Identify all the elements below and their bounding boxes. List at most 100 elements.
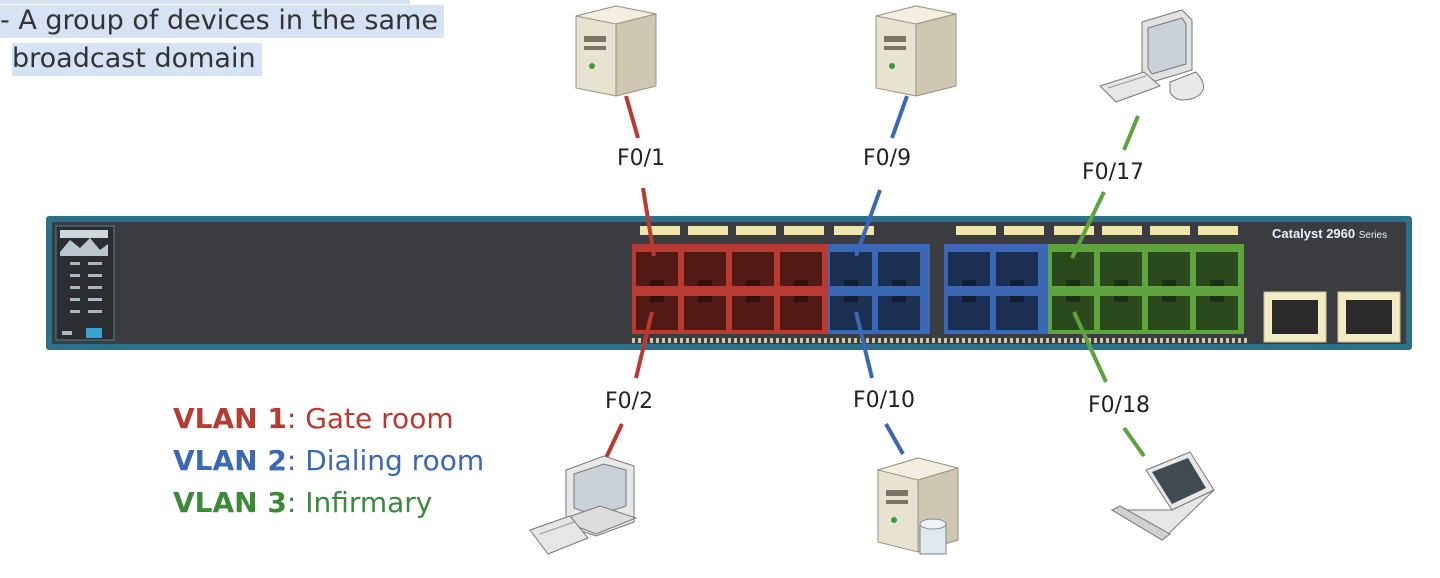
switch-ports xyxy=(636,252,1238,330)
port-tab xyxy=(736,226,776,235)
legend-vlan2: VLAN 2: Dialing room xyxy=(173,444,485,477)
legend-vlan3-id: VLAN 3 xyxy=(173,486,287,519)
tick-mark xyxy=(1130,338,1133,343)
tick-mark xyxy=(1094,338,1097,343)
switch-port-notch xyxy=(1010,280,1024,286)
legend-vlan3-name: Infirmary xyxy=(305,486,433,519)
switch-port xyxy=(1100,296,1142,330)
tick-mark xyxy=(896,338,899,343)
port-tab xyxy=(1004,226,1044,235)
tick-mark xyxy=(1196,338,1199,343)
tick-mark xyxy=(1004,338,1007,343)
port-tab xyxy=(1102,226,1142,235)
switch-port-notch xyxy=(1162,280,1176,286)
tick-mark xyxy=(758,338,761,343)
switch-port xyxy=(780,296,822,330)
tick-mark xyxy=(992,338,995,343)
switch-port-notch xyxy=(962,280,976,286)
tick-mark xyxy=(1052,338,1055,343)
cable-f018-upper xyxy=(1072,311,1108,383)
switch-port xyxy=(948,296,990,330)
port-label-f010: F0/10 xyxy=(853,388,916,413)
tick-mark xyxy=(1148,338,1151,343)
switch-port xyxy=(684,296,726,330)
tick-mark xyxy=(884,338,887,343)
legend-vlan1-id: VLAN 1 xyxy=(173,402,287,435)
tick-mark xyxy=(788,338,791,343)
tick-mark xyxy=(668,338,671,343)
tick-mark xyxy=(764,338,767,343)
tick-mark xyxy=(746,338,749,343)
tick-mark xyxy=(932,338,935,343)
switch-series-name: Series xyxy=(1358,230,1388,241)
tick-mark xyxy=(974,338,977,343)
cable-f02-upper xyxy=(634,311,654,379)
database-server-icon xyxy=(876,457,960,555)
tick-mark xyxy=(938,338,941,343)
switch-port xyxy=(1196,252,1238,286)
desktop-pc-icon xyxy=(529,455,638,555)
switch-port-notch xyxy=(746,280,760,286)
tick-mark xyxy=(1166,338,1169,343)
tick-mark xyxy=(806,338,809,343)
tick-mark xyxy=(1028,338,1031,343)
switch-port-notch xyxy=(698,296,712,302)
tick-mark xyxy=(872,338,875,343)
port-tab xyxy=(688,226,728,235)
tick-mark xyxy=(1058,338,1061,343)
switch-bottom-ticks xyxy=(632,338,1247,343)
tick-mark xyxy=(722,338,725,343)
tick-mark xyxy=(770,338,773,343)
tick-mark xyxy=(902,338,905,343)
switch-port xyxy=(1100,252,1142,286)
tick-mark xyxy=(1154,338,1157,343)
switch-port-notch xyxy=(650,280,664,286)
tick-mark xyxy=(1160,338,1163,343)
tick-mark xyxy=(836,338,839,343)
tick-mark xyxy=(842,338,845,343)
tick-mark xyxy=(752,338,755,343)
tick-mark xyxy=(1082,338,1085,343)
port-tab xyxy=(956,226,996,235)
tick-mark xyxy=(782,338,785,343)
tick-mark xyxy=(1232,338,1235,343)
tick-mark xyxy=(968,338,971,343)
tick-mark xyxy=(776,338,779,343)
tick-mark xyxy=(944,338,947,343)
tick-mark xyxy=(1064,338,1067,343)
switch-port xyxy=(1148,296,1190,330)
switch-port xyxy=(684,252,726,286)
server-icon xyxy=(875,5,957,97)
legend-vlan2-name: Dialing room xyxy=(305,444,485,477)
switch-port xyxy=(878,252,920,286)
tick-mark xyxy=(1100,338,1103,343)
cable-f09-lower xyxy=(854,189,882,257)
switch-port-notch xyxy=(1210,296,1224,302)
tick-mark xyxy=(878,338,881,343)
switch-port-notch xyxy=(1162,296,1176,302)
tick-mark xyxy=(650,338,653,343)
switch-port-notch xyxy=(844,296,858,302)
switch-brand-label: Catalyst 2960 Series xyxy=(1272,226,1387,241)
switch-port xyxy=(996,296,1038,330)
tick-mark xyxy=(998,338,1001,343)
workstation-icon xyxy=(1099,9,1204,103)
tick-mark xyxy=(1022,338,1025,343)
tick-mark xyxy=(1112,338,1115,343)
uplink-port-2-socket xyxy=(1346,300,1392,334)
port-label-f02: F0/2 xyxy=(605,389,654,414)
port-tab xyxy=(1054,226,1094,235)
tick-mark xyxy=(1184,338,1187,343)
highlight-bar xyxy=(0,0,410,4)
switch-port-notch xyxy=(1010,296,1024,302)
bullet-text: - A group of devices in the same broadca… xyxy=(0,2,444,78)
port-label-f018: F0/18 xyxy=(1088,393,1151,418)
switch-port xyxy=(830,296,872,330)
legend-vlan1-name: Gate room xyxy=(305,402,454,435)
tick-mark xyxy=(890,338,893,343)
tick-mark xyxy=(1088,338,1091,343)
tick-mark xyxy=(1178,338,1181,343)
tick-mark xyxy=(728,338,731,343)
legend-vlan2-id: VLAN 2 xyxy=(173,444,287,477)
